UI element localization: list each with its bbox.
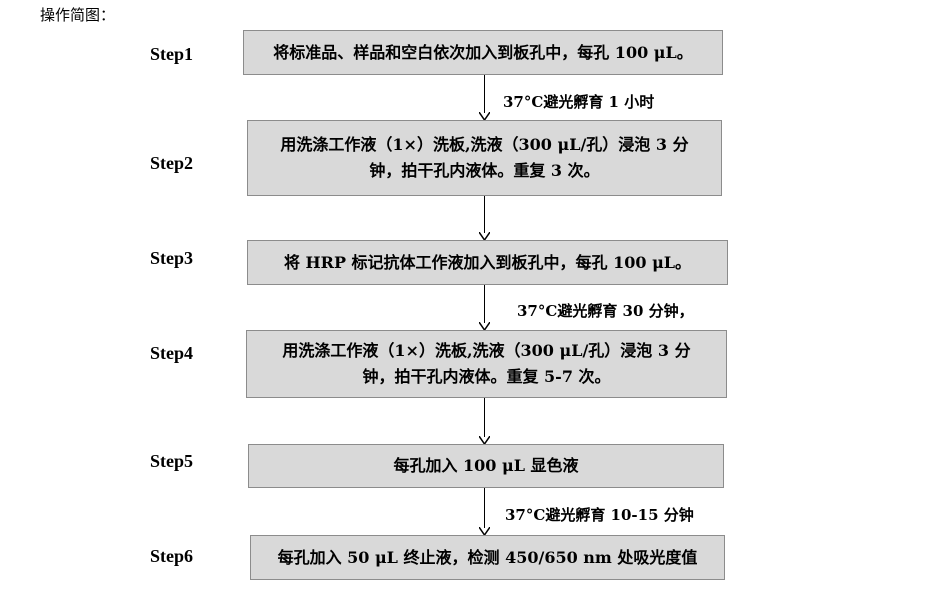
step-label-5: Step5	[150, 451, 194, 471]
step-label-3: Step3	[150, 248, 194, 268]
step-box-3: 将 HRP 标记抗体工作液加入到板孔中，每孔 100 μL。	[247, 240, 728, 285]
step-text-4-line2: 钟，拍干孔内液体。重复 5-7 次。	[362, 367, 611, 386]
step-label-6: Step6	[150, 546, 194, 566]
incubation-note-3: 37°C避光孵育 10-15 分钟	[505, 506, 694, 524]
diagram-title: 操作简图：	[40, 6, 116, 24]
step-text-1: 将标准品、样品和空白依次加入到板孔中，每孔 100 μL。	[273, 42, 693, 62]
step-text-6: 每孔加入 50 μL 终止液，检测 450/650 nm 处吸光度值	[277, 547, 698, 567]
step-box-6: 每孔加入 50 μL 终止液，检测 450/650 nm 处吸光度值	[250, 535, 725, 580]
incubation-note-2: 37°C避光孵育 30 分钟，	[517, 302, 694, 320]
step-box-5: 每孔加入 100 μL 显色液	[248, 444, 724, 488]
step-label-2: Step2	[150, 153, 194, 173]
step-box-4: 用洗涤工作液（1×）洗板,洗液（300 μL/孔）浸泡 3 分 钟，拍干孔内液体…	[246, 330, 727, 398]
step-text-3: 将 HRP 标记抗体工作液加入到板孔中，每孔 100 μL。	[283, 252, 692, 272]
step-box-2: 用洗涤工作液（1×）洗板,洗液（300 μL/孔）浸泡 3 分 钟，拍干孔内液体…	[247, 120, 722, 196]
step-text-2-line2: 钟，拍干孔内液体。重复 3 次。	[369, 161, 600, 180]
step-text-5: 每孔加入 100 μL 显色液	[393, 456, 579, 475]
step-label-4: Step4	[150, 343, 194, 363]
step-label-1: Step1	[150, 44, 194, 64]
step-text-2-line1: 用洗涤工作液（1×）洗板,洗液（300 μL/孔）浸泡 3 分	[280, 135, 689, 154]
step-text-4-line1: 用洗涤工作液（1×）洗板,洗液（300 μL/孔）浸泡 3 分	[282, 341, 691, 360]
step-box-1: 将标准品、样品和空白依次加入到板孔中，每孔 100 μL。	[243, 30, 723, 75]
incubation-note-1: 37°C避光孵育 1 小时	[503, 93, 655, 111]
